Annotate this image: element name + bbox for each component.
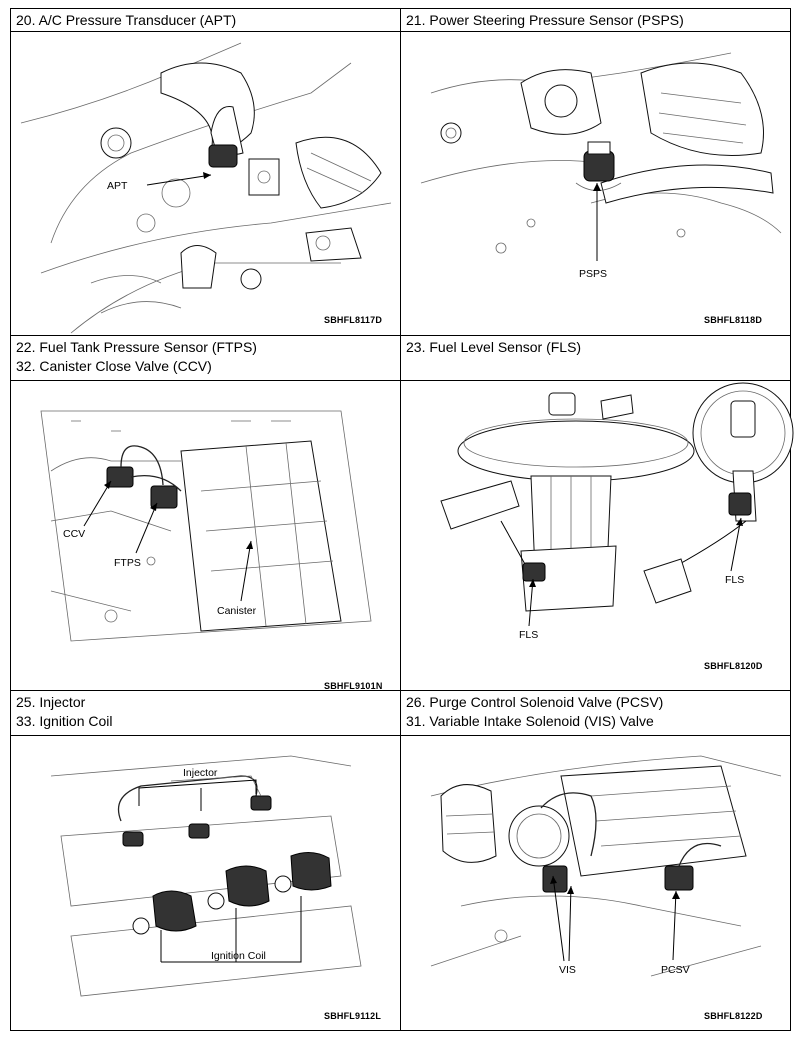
cell-title-1: 26. Purge Control Solenoid Valve (PCSV) bbox=[406, 694, 664, 710]
label-ftps: FTPS bbox=[114, 557, 141, 569]
cell-title: 21. Power Steering Pressure Sensor (PSPS… bbox=[406, 12, 684, 28]
figure-code: SBHFL8122D bbox=[704, 1011, 763, 1021]
row-divider bbox=[11, 735, 790, 736]
figure-code: SBHFL9112L bbox=[324, 1011, 382, 1021]
row-divider bbox=[11, 31, 790, 32]
column-divider bbox=[400, 9, 401, 1030]
label-psps: PSPS bbox=[579, 268, 607, 280]
fls-illustration: FLS FLS bbox=[440, 382, 794, 641]
label-apt: APT bbox=[107, 180, 128, 192]
cell-title: 20. A/C Pressure Transducer (APT) bbox=[16, 12, 237, 28]
row-divider bbox=[11, 380, 790, 381]
cell-title: 23. Fuel Level Sensor (FLS) bbox=[406, 339, 582, 355]
cell-title-2: 31. Variable Intake Solenoid (VIS) Valve bbox=[406, 713, 654, 729]
label-ignition-coil: Ignition Coil bbox=[211, 950, 266, 962]
cell-title-2: 32. Canister Close Valve (CCV) bbox=[16, 358, 212, 374]
label-fls-left: FLS bbox=[519, 629, 538, 641]
cell-title-1: 25. Injector bbox=[16, 694, 86, 710]
label-fls-right: FLS bbox=[725, 574, 744, 586]
figure-code: SBHFL9101N bbox=[324, 681, 383, 691]
figure-code: SBHFL8117D bbox=[324, 315, 383, 325]
ftps-ccv-illustration: CCV FTPS Canister bbox=[40, 410, 372, 642]
row-divider bbox=[11, 690, 790, 691]
label-pcsv: PCSV bbox=[661, 964, 690, 976]
row-divider bbox=[11, 335, 790, 336]
cell-title-2: 33. Ignition Coil bbox=[16, 713, 113, 729]
psps-illustration: PSPS bbox=[420, 52, 782, 280]
label-canister: Canister bbox=[217, 605, 257, 617]
apt-illustration: APT bbox=[20, 42, 392, 334]
label-vis: VIS bbox=[559, 964, 576, 976]
pcsv-vis-illustration: VIS PCSV bbox=[430, 755, 782, 977]
label-injector: Injector bbox=[183, 767, 218, 779]
figure-code: SBHFL8120D bbox=[704, 661, 763, 671]
cell-title-1: 22. Fuel Tank Pressure Sensor (FTPS) bbox=[16, 339, 257, 355]
component-sheet: 20. A/C Pressure Transducer (APT) A bbox=[10, 8, 794, 1031]
figure-code: SBHFL8118D bbox=[704, 315, 763, 325]
label-ccv: CCV bbox=[63, 528, 85, 540]
injector-coil-illustration: Ignition Coil Injector bbox=[50, 755, 362, 997]
